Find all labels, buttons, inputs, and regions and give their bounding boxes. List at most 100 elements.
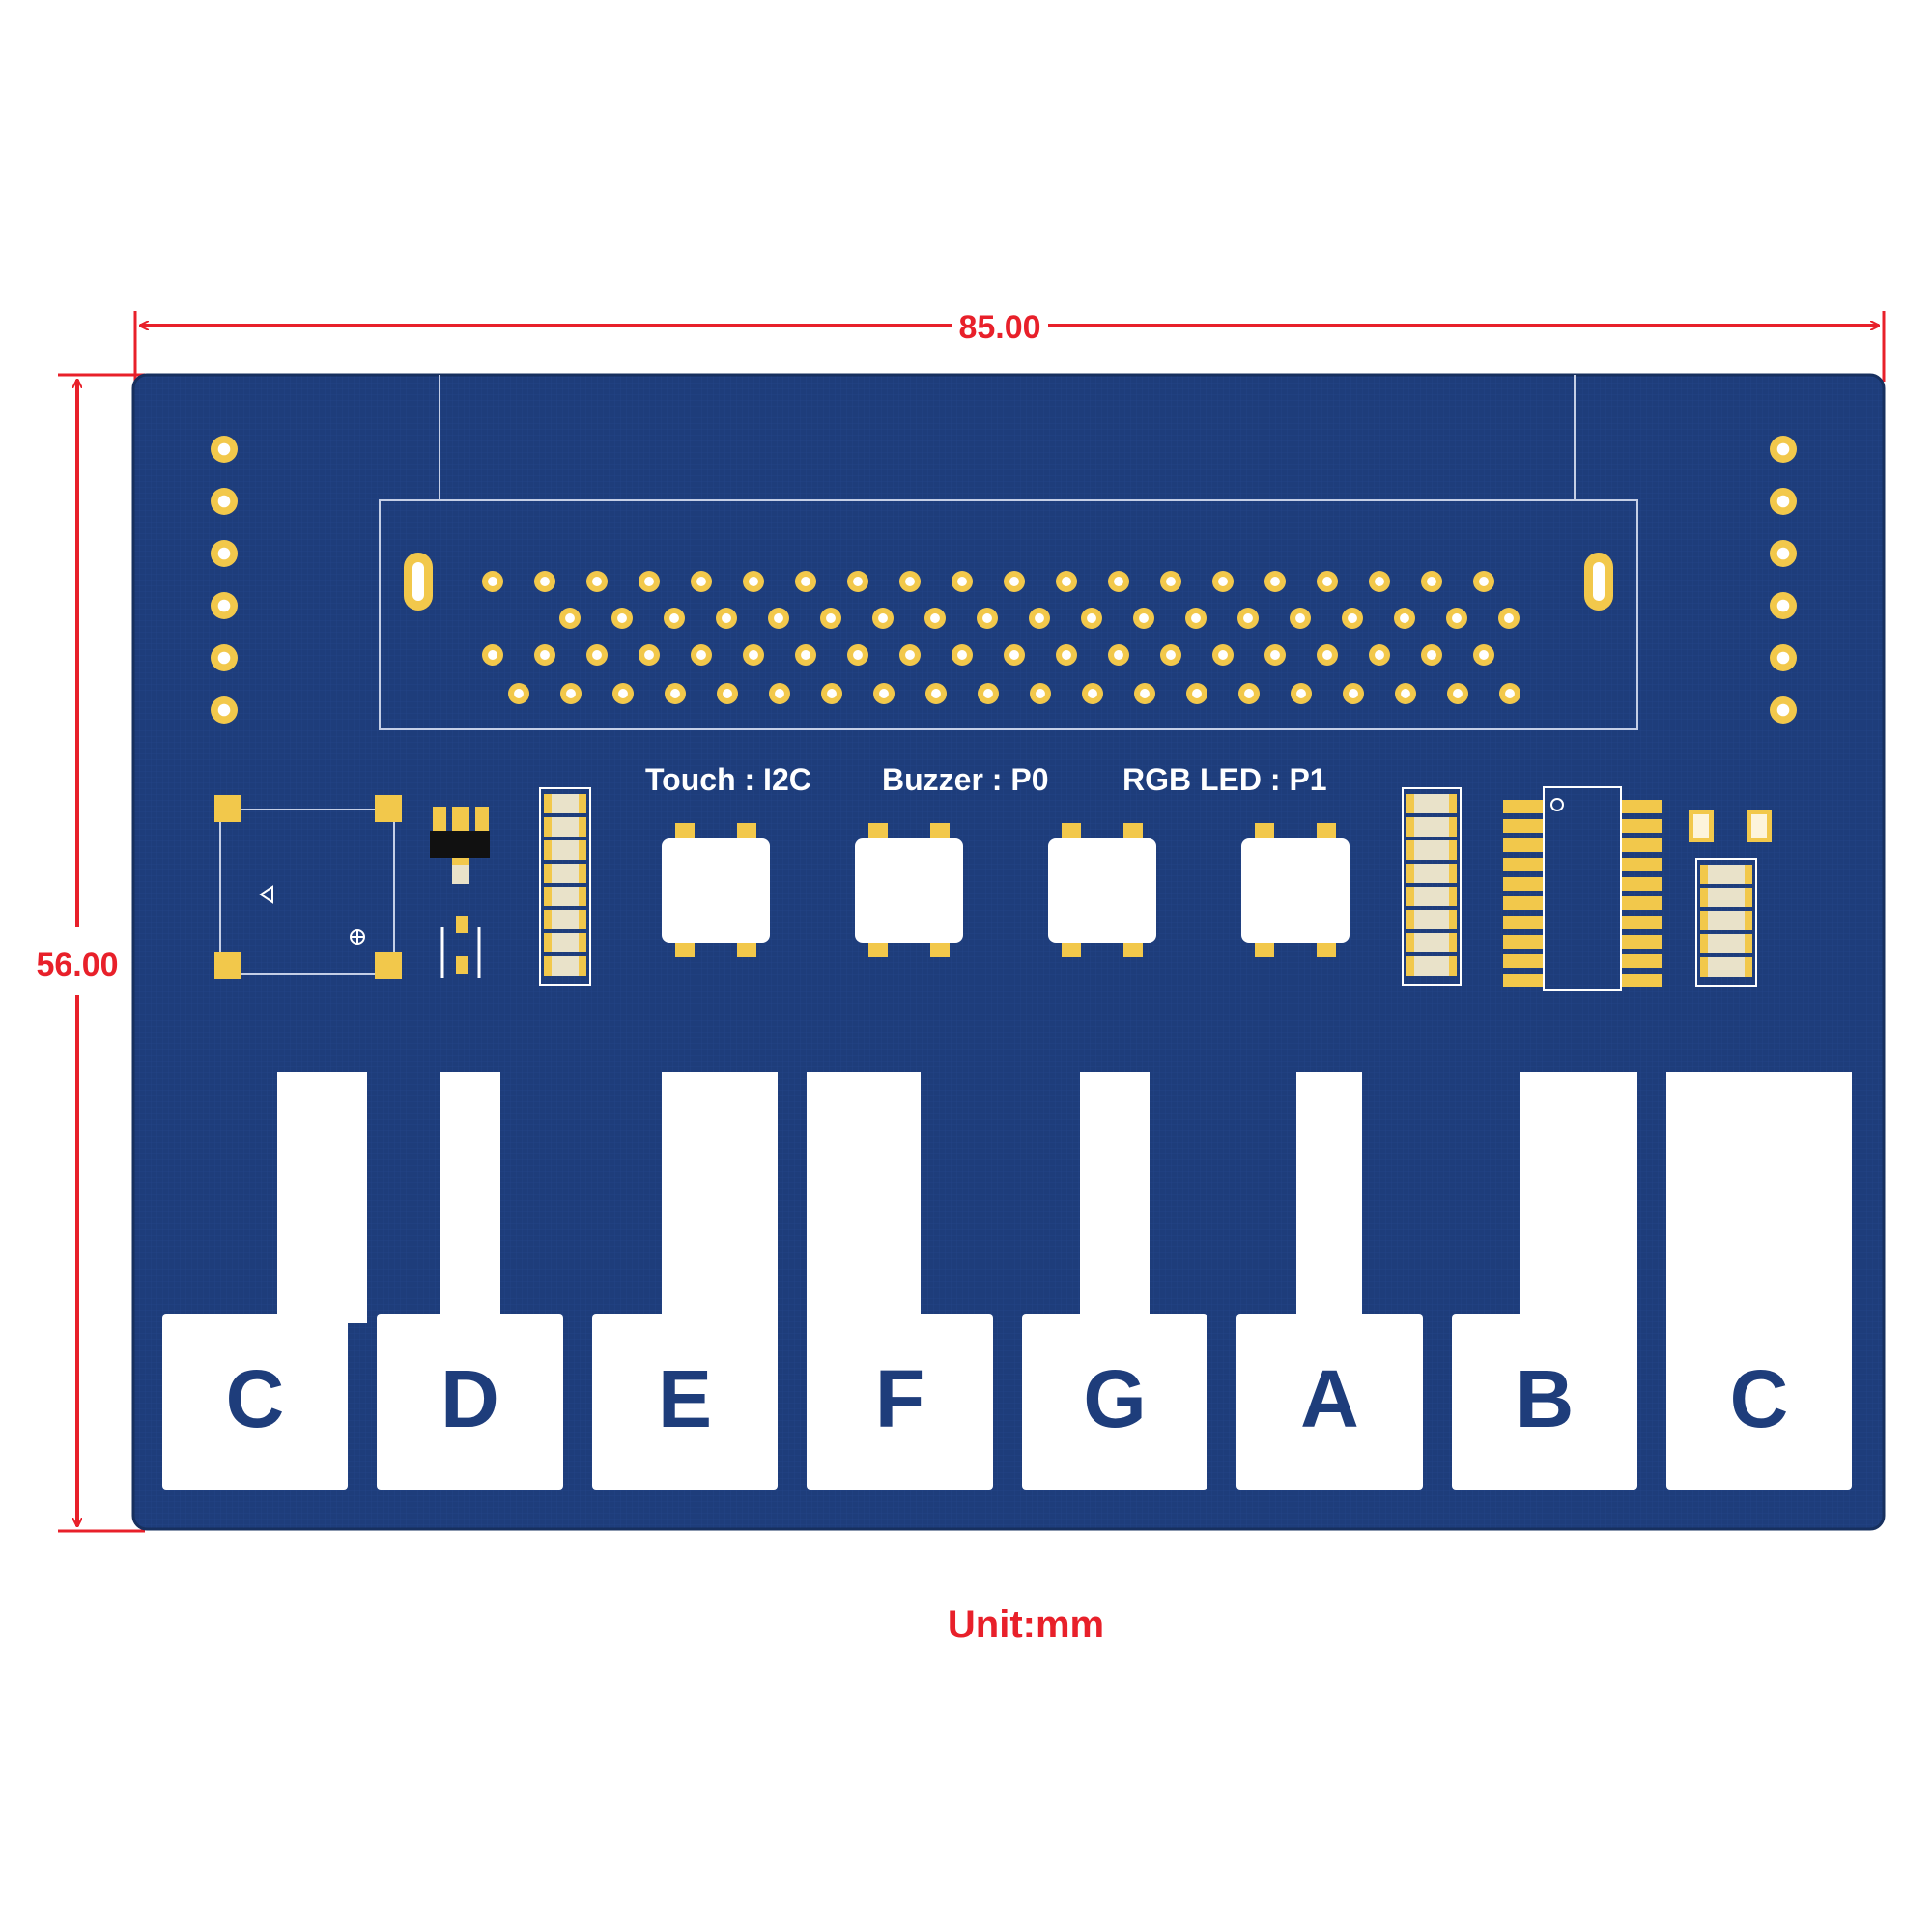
piano-key-d[interactable]: D	[377, 1072, 563, 1490]
pin-pad	[717, 683, 738, 704]
pin-pad	[716, 608, 737, 629]
pin-pad	[1212, 571, 1234, 592]
piano-key-a[interactable]: A	[1236, 1072, 1423, 1490]
pin-pad	[1498, 608, 1520, 629]
pin-pad	[978, 683, 999, 704]
pin-pad	[1029, 608, 1050, 629]
capacitor-array-right	[1402, 787, 1462, 986]
pin-pad	[1056, 571, 1077, 592]
pin-pad	[1770, 644, 1797, 671]
rgb-led-row	[662, 823, 1350, 957]
smd-capacitor	[1406, 817, 1457, 837]
pin-pad	[1499, 683, 1520, 704]
pin-pad	[1369, 644, 1390, 666]
smd-capacitor	[544, 817, 586, 837]
pin-pad	[872, 608, 894, 629]
pin-header-right	[1770, 436, 1797, 724]
rgb-led	[855, 823, 963, 957]
smd-capacitor	[1406, 910, 1457, 929]
capacitor-array-far-right	[1695, 858, 1757, 987]
smd-capacitor	[1406, 840, 1457, 860]
smd-capacitor	[1700, 957, 1752, 977]
pin-pad	[691, 644, 712, 666]
pin-pad	[611, 608, 633, 629]
piano-key-c[interactable]: C	[162, 1072, 367, 1490]
piano-key-g[interactable]: G	[1022, 1072, 1208, 1490]
pin-pad	[743, 571, 764, 592]
smd-capacitor	[544, 794, 586, 813]
pin-pad	[952, 644, 973, 666]
smd-capacitor	[1700, 888, 1752, 907]
pin-pad	[1291, 683, 1312, 704]
pin-pad	[899, 644, 921, 666]
pin-pad	[1473, 571, 1494, 592]
pin-pad	[1421, 571, 1442, 592]
pin-pad	[639, 644, 660, 666]
pin-pad	[586, 571, 608, 592]
height-dimension: 56.00	[36, 373, 145, 1533]
mounting-slot-right	[1584, 553, 1613, 611]
piano-key-label: G	[1083, 1353, 1146, 1444]
transistor	[430, 807, 490, 884]
smd-capacitor	[1406, 864, 1457, 883]
piano-key-e[interactable]: E	[592, 1072, 778, 1490]
piano-key-label: C	[226, 1353, 285, 1444]
pin-pad	[1770, 696, 1797, 724]
rgb-led	[662, 823, 770, 957]
pin-pad	[534, 644, 555, 666]
pin-pad	[743, 644, 764, 666]
pin-pad	[1770, 488, 1797, 515]
pin-pad	[1056, 644, 1077, 666]
pin-pad	[1394, 608, 1415, 629]
pin-pad	[1421, 644, 1442, 666]
pin-pad	[211, 592, 238, 619]
pin-pad	[211, 644, 238, 671]
smd-capacitor	[1406, 956, 1457, 976]
edge-connector-outline	[379, 375, 1638, 730]
pin-pad	[1160, 644, 1181, 666]
pin-pad	[1770, 436, 1797, 463]
pin-pad	[873, 683, 895, 704]
pin-pad	[664, 608, 685, 629]
pin-pad	[821, 683, 842, 704]
pin-pad	[1369, 571, 1390, 592]
connector-pin-array	[482, 571, 1520, 704]
pin-pad	[1160, 571, 1181, 592]
height-dimension-label: 56.00	[36, 947, 118, 983]
pin-pad	[508, 683, 529, 704]
width-dimension-label: 85.00	[958, 309, 1040, 346]
pin-pad	[1082, 683, 1103, 704]
pin-pad	[1133, 608, 1154, 629]
pin-pad	[534, 571, 555, 592]
piano-key-c[interactable]: C	[1666, 1072, 1852, 1490]
pin-pad	[1447, 683, 1468, 704]
mounting-slot-left	[404, 553, 433, 611]
pin-pad	[211, 540, 238, 567]
rgb-led	[1241, 823, 1350, 957]
piano-key-b[interactable]: B	[1452, 1072, 1637, 1490]
pin-pad	[1134, 683, 1155, 704]
pin-pad	[1186, 683, 1208, 704]
pcb-board	[131, 373, 1886, 1531]
pin-pad	[1004, 571, 1025, 592]
pin-pad	[211, 436, 238, 463]
pin-pad	[795, 644, 816, 666]
touch-i2c-label: Touch : I2C	[645, 762, 811, 797]
pin-pad	[1290, 608, 1311, 629]
pin-pad	[899, 571, 921, 592]
smd-capacitor	[544, 933, 586, 952]
pin-pad	[691, 571, 712, 592]
smd-capacitor	[544, 956, 586, 976]
pin-pad	[1395, 683, 1416, 704]
pin-pad	[482, 571, 503, 592]
pin-pad	[1264, 571, 1286, 592]
pin-pad	[1212, 644, 1234, 666]
piano-key-label: B	[1516, 1353, 1575, 1444]
pin-pad	[820, 608, 841, 629]
smd-capacitor	[1700, 934, 1752, 953]
pin-pad	[952, 571, 973, 592]
piano-key-label: A	[1300, 1353, 1359, 1444]
pin-pad	[1264, 644, 1286, 666]
piano-key-f[interactable]: F	[807, 1072, 993, 1490]
pin-pad	[925, 683, 947, 704]
